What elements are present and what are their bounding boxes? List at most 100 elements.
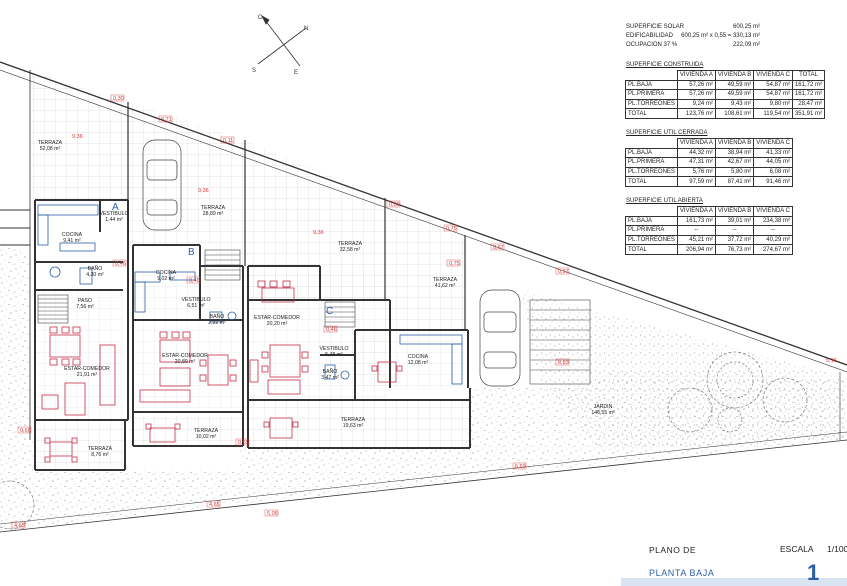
unit-label-b: B (188, 247, 195, 258)
svg-text:32,58 m²: 32,58 m² (340, 247, 361, 253)
table-cell: 108,61 m² (714, 108, 755, 119)
table-cell: PL.TORREONES (625, 166, 678, 178)
table-cell: 44,32 m² (676, 147, 716, 159)
table-row: TOTAL 206,94 m² 76,73 m² 274,67 m² (625, 244, 793, 255)
furniture (41, 280, 403, 463)
table-cell: 119,54 m² (753, 108, 793, 119)
svg-text:BAÑO: BAÑO (210, 313, 225, 320)
summary-label: EDIFICABILIDAD (626, 33, 674, 39)
svg-text:VESTIBULO: VESTIBULO (319, 346, 348, 352)
table-cell: 28,47 m² (791, 98, 825, 110)
sanitary-fixtures (37, 204, 463, 385)
svg-text:0,66: 0,66 (20, 428, 31, 434)
table-cell: 274,67 m² (753, 244, 793, 255)
table-header-cell: VIVIENDA A (676, 70, 716, 81)
table-header-row: VIVIENDA A VIVIENDA B VIVIENDA C (626, 206, 793, 217)
table-cell: 49,59 m² (714, 79, 755, 91)
table-cell: PL.BAJA (625, 215, 678, 227)
compass-rose (257, 14, 307, 67)
table-cell: 44,05 m² (753, 157, 793, 168)
svg-text:VESTIBULO: VESTIBULO (181, 297, 210, 303)
svg-text:5,16: 5,16 (826, 358, 837, 364)
svg-text:0,75: 0,75 (449, 261, 460, 267)
table-cell: 9,43 m² (714, 98, 755, 110)
table-cell: PL.PRIMERA (625, 225, 678, 236)
util-cerrada-title: SUPERFICIE UTIL CERRADA (626, 130, 708, 136)
construida-table: VIVIENDA A VIVIENDA B VIVIENDA C TOTAL P… (625, 70, 825, 119)
table-cell: PL.TORREONES (625, 234, 678, 246)
util-abierta-title: SUPERFICIE UTIL ABIERTA (626, 198, 703, 204)
table-cell: -- (676, 225, 716, 236)
svg-text:4,65: 4,65 (209, 502, 220, 508)
svg-text:COCINA: COCINA (62, 232, 83, 238)
svg-text:0,57: 0,57 (558, 269, 569, 275)
table-row: PL.TORREONES 9,24 m² 9,43 m² 9,80 m² 28,… (625, 98, 825, 110)
table-header-cell: VIVIENDA B (714, 70, 755, 81)
summary-row: OCUPACION 37 % 222,09 m² (626, 41, 760, 50)
table-cell: PL.BAJA (625, 79, 678, 91)
svg-text:COCINA: COCINA (408, 354, 429, 360)
svg-text:9,36: 9,36 (313, 230, 324, 236)
summary-value: 600,25 m² (732, 24, 760, 30)
table-cell: 97,59 m² (676, 176, 716, 187)
dimension-labels: 0,30 9,36 9,71 0,11 9,36 9,36 0,89 0,75 … (11, 94, 837, 529)
table-cell: 54,87 m² (753, 89, 793, 100)
svg-text:19,63 m²: 19,63 m² (343, 423, 364, 429)
table-cell: 76,73 m² (714, 244, 755, 255)
table-header-cell: TOTAL (791, 70, 825, 81)
stairs (37, 249, 591, 385)
table-header-cell: VIVIENDA B (714, 138, 755, 149)
table-row: TOTAL 97,59 m² 87,41 m² 91,46 m² (625, 176, 793, 187)
unit-label-c: C (326, 306, 333, 317)
table-cell: TOTAL (625, 244, 678, 255)
table-row: TOTAL 123,76 m² 108,61 m² 119,54 m² 351,… (625, 108, 825, 119)
compass-letters: O N S E (252, 15, 308, 76)
svg-text:0,30: 0,30 (113, 96, 124, 102)
table-header-cell: VIVIENDA C (753, 206, 793, 217)
table-cell: 161,72 m² (791, 79, 825, 91)
svg-text:5,05: 5,05 (267, 511, 278, 517)
svg-text:ESTAR-COMEDOR: ESTAR-COMEDOR (162, 353, 208, 359)
building-walls (0, 102, 471, 471)
svg-text:PASO: PASO (78, 298, 92, 304)
table-cell: 206,94 m² (676, 244, 716, 255)
title-block: PLANO DE ESCALA 1/100 PLANTA BAJA 1 (621, 541, 847, 586)
svg-text:0,75: 0,75 (446, 226, 457, 232)
interior-floors (35, 270, 465, 418)
svg-text:28,89 m²: 28,89 m² (203, 211, 224, 217)
svg-text:52,08 m²: 52,08 m² (40, 146, 61, 152)
table-row: PL.BAJA 57,26 m² 49,59 m² 54,87 m² 161,7… (625, 79, 825, 91)
table-row: PL.BAJA 161,73 m² 39,01 m² 234,38 m² (625, 215, 793, 227)
table-row: PL.TORREONES 45,21 m² 37,72 m² 40,29 m² (625, 234, 793, 246)
table-cell: -- (753, 225, 793, 236)
svg-text:0,46: 0,46 (115, 261, 126, 267)
svg-text:2,92 m²: 2,92 m² (208, 320, 226, 326)
svg-text:9,36: 9,36 (72, 134, 83, 140)
plan-name: PLANTA BAJA (649, 568, 715, 578)
svg-text:9,41 m²: 9,41 m² (63, 238, 81, 244)
unit-label-a: A (112, 202, 119, 213)
property-boundary (0, 61, 847, 533)
table-cell: PL.PRIMERA (625, 157, 678, 168)
table-cell: 49,59 m² (714, 89, 755, 100)
svg-text:20,89 m²: 20,89 m² (175, 359, 196, 365)
svg-text:JARDIN: JARDIN (594, 404, 613, 410)
table-cell: -- (714, 225, 755, 236)
table-row: PL.BAJA 44,32 m² 38,94 m² 41,33 m² (625, 147, 793, 159)
table-cell: 47,31 m² (676, 157, 716, 168)
svg-text:TERRAZA: TERRAZA (341, 417, 366, 423)
svg-text:5,69: 5,69 (515, 464, 526, 470)
svg-text:3,47 m²: 3,47 m² (321, 375, 339, 381)
table-cell: PL.BAJA (625, 147, 678, 159)
area-summary: SUPERFICIE SOLAR 600,25 m² EDIFICABILIDA… (626, 23, 760, 50)
svg-text:4,30 m²: 4,30 m² (86, 272, 104, 278)
table-row: PL.TORREONES 5,76 m² 5,80 m² 6,08 m² (625, 166, 793, 178)
table-cell: 9,80 m² (753, 98, 793, 110)
svg-text:ESTAR-COMEDOR: ESTAR-COMEDOR (64, 366, 110, 372)
svg-text:COCINA: COCINA (156, 270, 177, 276)
svg-text:0,11: 0,11 (223, 138, 233, 144)
table-cell: 6,08 m² (753, 166, 793, 178)
compass-o: O (258, 15, 263, 21)
table-header-cell: VIVIENDA C (753, 70, 793, 81)
